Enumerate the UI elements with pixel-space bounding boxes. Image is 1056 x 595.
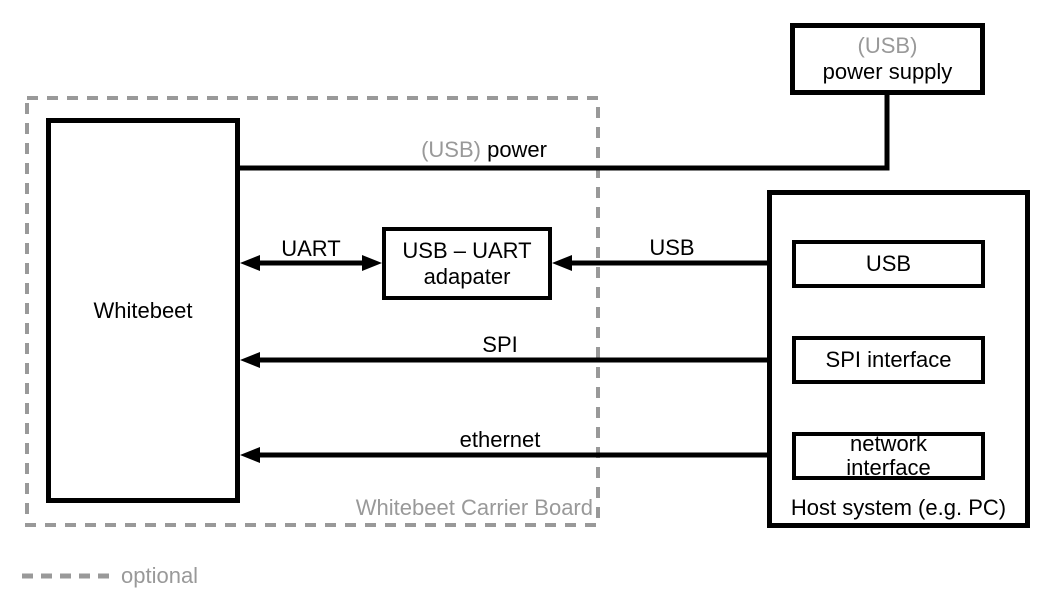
ethernet-arrow-label: ethernet: [459, 427, 541, 452]
whitebeet-box: Whitebeet: [46, 118, 240, 503]
adapter-label-line1: USB – UART: [402, 237, 532, 263]
power-wire-label: (USB) power: [350, 139, 547, 161]
usb-arrowhead-left: [552, 255, 572, 271]
host-spi-box: SPI interface: [792, 336, 985, 384]
power-wire: [240, 95, 890, 171]
adapter-label-line2: adapater: [423, 263, 511, 289]
host-network-box: network interface: [792, 432, 985, 480]
host-spi-label: SPI interface: [825, 347, 952, 373]
ethernet-arrowhead-left: [240, 447, 260, 463]
whitebeet-label: Whitebeet: [93, 297, 193, 323]
power-wire-label-usb: (USB): [421, 137, 481, 162]
host-usb-box: USB: [792, 240, 985, 288]
power-supply-label: power supply: [822, 59, 953, 84]
spi-arrow-label: SPI: [482, 332, 518, 357]
power-supply-label-usb: (USB): [857, 33, 918, 59]
host-network-label-line2: interface: [846, 455, 931, 480]
usb-uart-adapter-box: USB – UART adapater: [382, 227, 552, 300]
host-usb-label: USB: [865, 251, 912, 277]
power-supply-box: (USB) power supply: [790, 23, 985, 95]
optional-legend-label: optional: [121, 563, 199, 588]
spi-arrowhead-left: [240, 352, 260, 368]
power-wire-label-power: power: [487, 137, 547, 162]
carrier-board-label: Whitebeet Carrier Board: [355, 495, 593, 520]
host-network-label-line1: network: [849, 431, 928, 457]
uart-arrow-label: UART: [281, 236, 341, 261]
usb-arrow-label: USB: [649, 235, 695, 260]
host-system-label: Host system (e.g. PC): [790, 495, 1007, 520]
host-system-box: USB SPI interface network interface Host…: [767, 190, 1030, 528]
